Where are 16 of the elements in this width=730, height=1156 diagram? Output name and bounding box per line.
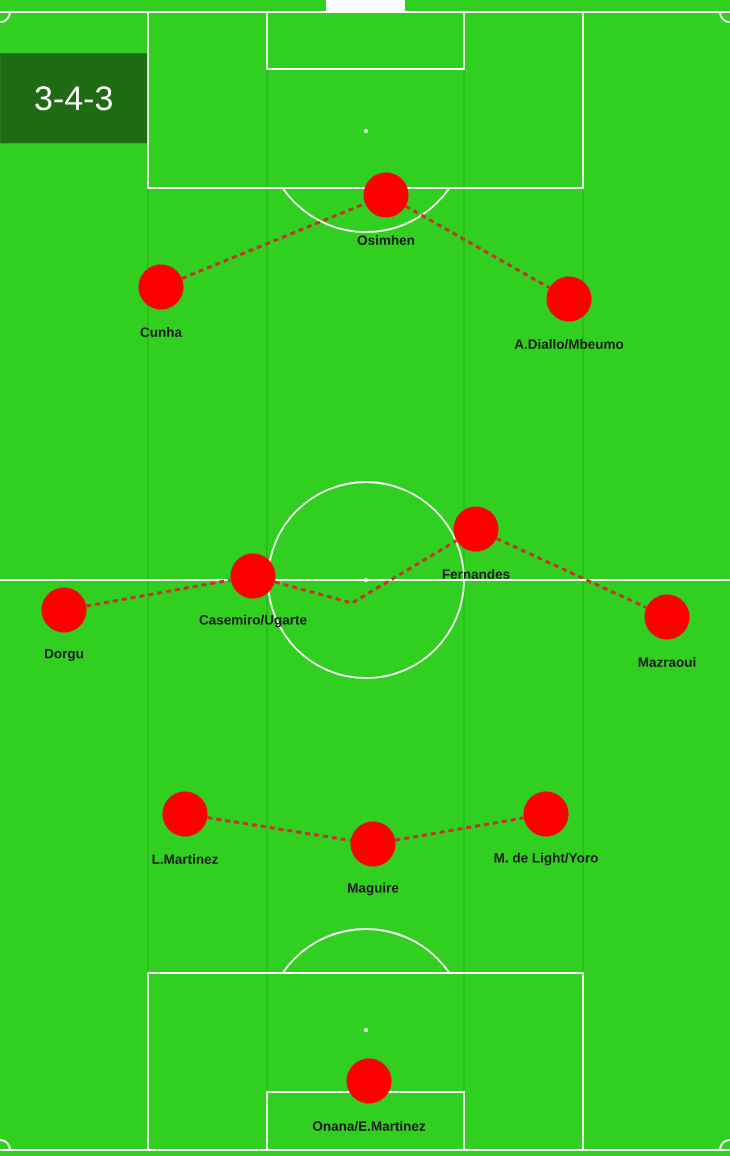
dashed-line (274, 539, 458, 605)
player-name: Maguire (348, 882, 399, 896)
dashed-line (405, 204, 550, 290)
dashed-line (395, 816, 524, 842)
dashed-line (86, 578, 231, 608)
dashed-line (207, 816, 351, 842)
formation-label: 3-4-3 (0, 53, 148, 144)
player-name: M. de Light/Yoro (494, 852, 598, 866)
player-name: Dorgu (45, 648, 83, 662)
player-name: A.Diallo/Mbeumo (514, 339, 624, 350)
player-name: L.Martinez (152, 854, 218, 864)
player-name: Osimhen (357, 235, 415, 245)
player-name: Cunha (140, 327, 183, 337)
dashed-line (496, 537, 647, 609)
player-name: Mazraoui (638, 657, 696, 667)
player-name: Onana/E.Martinez (312, 1120, 426, 1132)
